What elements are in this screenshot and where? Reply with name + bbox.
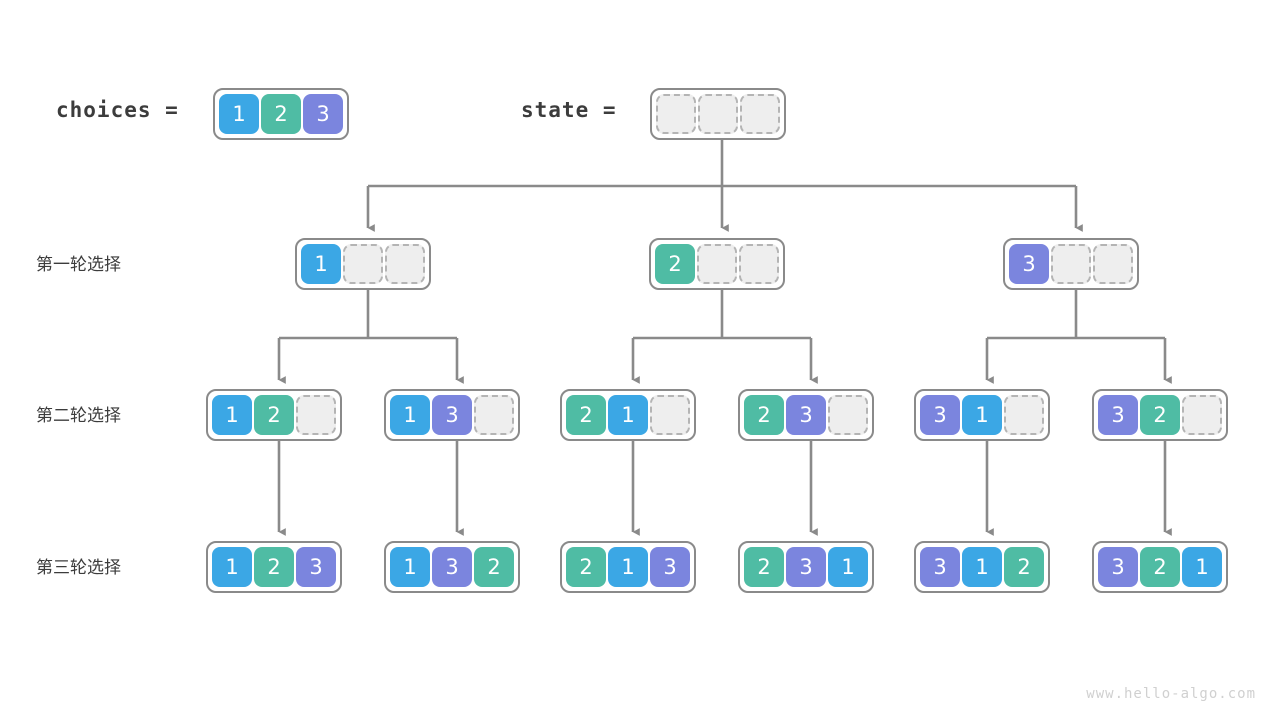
array-cell-filled: 2	[1140, 547, 1180, 587]
array-cell-filled: 2	[1004, 547, 1044, 587]
array-cell-filled: 2	[254, 395, 294, 435]
array-cell-filled: 2	[655, 244, 695, 284]
array-cell-filled: 1	[1182, 547, 1222, 587]
array-cell-filled: 2	[1140, 395, 1180, 435]
array-cell-filled: 3	[432, 547, 472, 587]
array-cell-filled: 1	[608, 395, 648, 435]
array-cell-filled: 3	[1098, 395, 1138, 435]
array-cell-empty	[296, 395, 336, 435]
array-cell-filled: 2	[474, 547, 514, 587]
array-cell-filled: 2	[744, 547, 784, 587]
array-cell-empty	[343, 244, 383, 284]
array-cell-filled: 1	[212, 547, 252, 587]
array-cell-empty	[739, 244, 779, 284]
array-cell-filled: 2	[566, 547, 606, 587]
array-cell-empty	[1051, 244, 1091, 284]
array-cell-empty	[656, 94, 696, 134]
array-cell-filled: 1	[962, 547, 1002, 587]
array-cell-empty	[828, 395, 868, 435]
array-cell-empty	[650, 395, 690, 435]
array-cell-empty	[740, 94, 780, 134]
choices-label: choices =	[56, 98, 179, 122]
array-cell-empty	[474, 395, 514, 435]
array-cell-filled: 3	[296, 547, 336, 587]
array-cell-filled: 3	[1098, 547, 1138, 587]
array-cell-filled: 2	[744, 395, 784, 435]
row-label-round-1: 第一轮选择	[36, 255, 121, 275]
array-cell-filled: 1	[390, 547, 430, 587]
array-cell-filled: 3	[786, 547, 826, 587]
array-cell-filled: 3	[786, 395, 826, 435]
watermark: www.hello-algo.com	[1086, 686, 1256, 702]
array-cell-empty	[698, 94, 738, 134]
round1-node-2: 2	[649, 238, 785, 290]
array-cell-filled: 3	[432, 395, 472, 435]
array-cell-empty	[1093, 244, 1133, 284]
state-array	[650, 88, 786, 140]
array-cell-empty	[1182, 395, 1222, 435]
array-cell-filled: 1	[219, 94, 259, 134]
array-cell-filled: 2	[254, 547, 294, 587]
array-cell-filled: 2	[566, 395, 606, 435]
array-cell-filled: 3	[920, 395, 960, 435]
array-cell-filled: 1	[390, 395, 430, 435]
round1-node-3: 3	[1003, 238, 1139, 290]
array-cell-filled: 3	[650, 547, 690, 587]
array-cell-filled: 3	[920, 547, 960, 587]
array-cell-filled: 1	[301, 244, 341, 284]
row-label-round-3: 第三轮选择	[36, 558, 121, 578]
array-cell-empty	[697, 244, 737, 284]
array-cell-filled: 1	[212, 395, 252, 435]
row-label-round-2: 第二轮选择	[36, 406, 121, 426]
state-label: state =	[521, 98, 617, 122]
array-cell-filled: 1	[828, 547, 868, 587]
array-cell-filled: 3	[1009, 244, 1049, 284]
array-cell-filled: 2	[261, 94, 301, 134]
array-cell-empty	[385, 244, 425, 284]
array-cell-empty	[1004, 395, 1044, 435]
array-cell-filled: 1	[962, 395, 1002, 435]
array-cell-filled: 3	[303, 94, 343, 134]
array-cell-filled: 1	[608, 547, 648, 587]
round1-node-1: 1	[295, 238, 431, 290]
